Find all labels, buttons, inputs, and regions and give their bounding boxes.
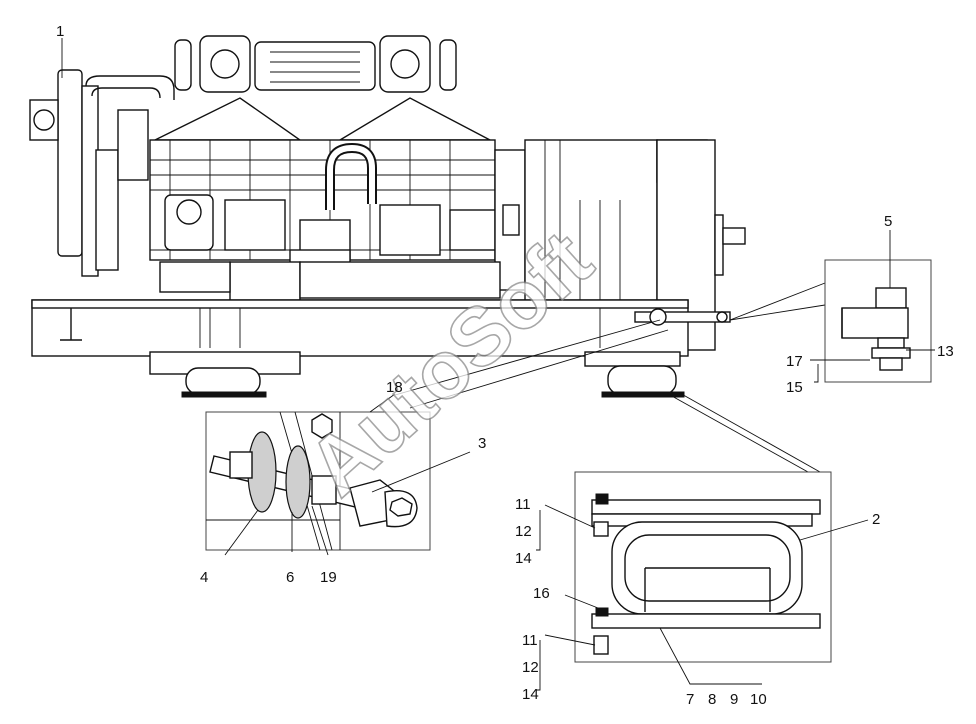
callout-16: 16 bbox=[533, 585, 550, 602]
callout-10: 10 bbox=[750, 691, 767, 708]
callout-1: 1 bbox=[56, 23, 64, 40]
base-frame bbox=[31, 299, 731, 398]
callout-11-upper: 11 bbox=[515, 496, 531, 513]
leader-lines bbox=[61, 38, 826, 473]
callout-17: 17 bbox=[786, 353, 803, 370]
detail-bolt-assembly bbox=[205, 393, 471, 556]
callout-4: 4 bbox=[200, 569, 208, 586]
callout-2: 2 bbox=[872, 511, 880, 528]
callout-5: 5 bbox=[884, 213, 892, 230]
callout-15: 15 bbox=[786, 379, 803, 396]
engine-assembly bbox=[29, 35, 526, 303]
callout-11-lower: 11 bbox=[522, 632, 538, 649]
callout-13: 13 bbox=[937, 343, 954, 360]
callout-9: 9 bbox=[730, 691, 738, 708]
callout-8: 8 bbox=[708, 691, 716, 708]
generator-assembly bbox=[524, 139, 746, 351]
callout-labels: 1 2 3 4 5 6 7 8 9 10 11 12 14 11 12 14 1… bbox=[56, 23, 954, 708]
callout-14-lower: 14 bbox=[522, 686, 539, 703]
callout-12-upper: 12 bbox=[515, 523, 532, 540]
detail-anchor-bolt bbox=[810, 230, 935, 383]
callout-19: 19 bbox=[320, 569, 337, 586]
detail-isolator bbox=[536, 471, 869, 691]
callout-7: 7 bbox=[686, 691, 694, 708]
callout-3: 3 bbox=[478, 435, 486, 452]
callout-12-lower: 12 bbox=[522, 659, 539, 676]
callout-18: 18 bbox=[386, 379, 403, 396]
callout-14-upper: 14 bbox=[515, 550, 532, 567]
callout-6: 6 bbox=[286, 569, 294, 586]
